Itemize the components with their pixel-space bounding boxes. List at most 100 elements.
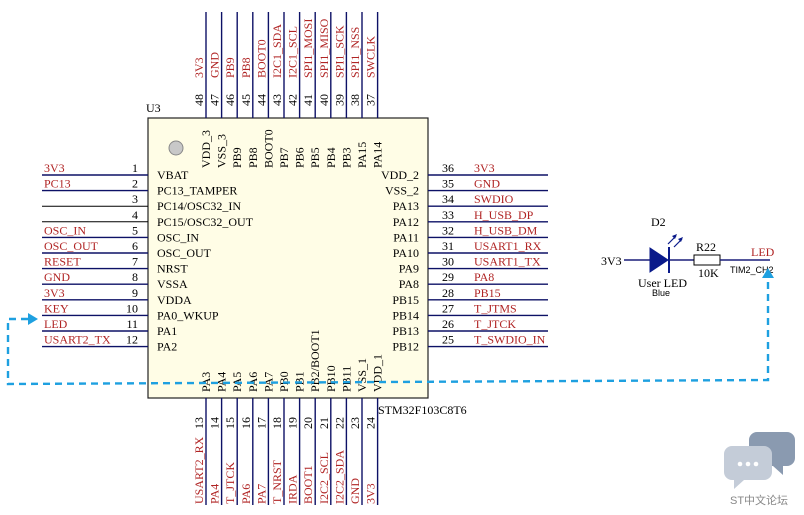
net-label-47: GND [208, 52, 222, 78]
pin-name-41: PB5 [308, 147, 322, 168]
pin-number-41: 41 [301, 94, 315, 106]
pin-number-11: 11 [126, 317, 138, 331]
pin-name-9: VDDA [157, 293, 192, 307]
net-label-45: PB8 [239, 57, 253, 78]
pin-name-45: PB8 [246, 147, 260, 168]
pin-number-39: 39 [332, 94, 346, 106]
net-label-10: KEY [44, 301, 69, 315]
net-label-28: PB15 [474, 286, 501, 300]
pin-name-33: PA12 [393, 215, 419, 229]
pin-number-48: 48 [192, 94, 206, 106]
pin-name-23: VSS_1 [355, 358, 369, 392]
net-label-6: OSC_OUT [44, 239, 99, 253]
pin-number-23: 23 [348, 417, 362, 429]
pin-name-2: PC13_TAMPER [157, 184, 237, 198]
led-color: Blue [652, 288, 670, 298]
led-refdes: D2 [651, 215, 666, 229]
pin-name-10: PA0_WKUP [157, 308, 219, 322]
pin-number-21: 21 [317, 417, 331, 429]
pin-name-3: PC14/OSC32_IN [157, 199, 241, 213]
led-diode-icon [649, 234, 683, 273]
pin-name-32: PA11 [393, 230, 419, 244]
resistor-icon [693, 254, 721, 266]
led-net-label: LED [751, 245, 775, 259]
arrow-right-icon [28, 313, 38, 325]
net-label-1: 3V3 [44, 161, 65, 175]
pin-number-13: 13 [192, 417, 206, 429]
pin-number-6: 6 [132, 239, 138, 253]
net-label-37: SWCLK [364, 36, 378, 78]
net-label-18: T_NRST [270, 459, 284, 504]
pin-number-5: 5 [132, 223, 138, 237]
chip-part-number: STM32F103C8T6 [378, 403, 467, 417]
pin-number-46: 46 [223, 94, 237, 106]
pin-name-47: VSS_3 [215, 134, 229, 168]
net-label-35: GND [474, 177, 500, 191]
pin-number-31: 31 [442, 239, 454, 253]
pin-name-4: PC15/OSC32_OUT [157, 215, 254, 229]
pin-number-33: 33 [442, 208, 454, 222]
net-label-21: I2C2_SCL [317, 452, 331, 504]
pin-number-28: 28 [442, 286, 454, 300]
top-pins: 483V3VDD_347GNDVSS_346PB9PB945PB8PB844BO… [192, 12, 385, 168]
pin-name-6: OSC_OUT [157, 246, 212, 260]
pin-number-37: 37 [364, 94, 378, 106]
net-label-48: 3V3 [192, 57, 206, 78]
pin-number-29: 29 [442, 270, 454, 284]
pin-number-25: 25 [442, 333, 454, 347]
pin-number-26: 26 [442, 317, 454, 331]
net-label-39: SPI1_SCK [332, 25, 346, 78]
arrow-up-icon [762, 268, 774, 278]
net-label-12: USART2_TX [44, 333, 111, 347]
pin-name-35: VSS_2 [385, 184, 419, 198]
pin-name-25: PB12 [392, 340, 419, 354]
pin-number-12: 12 [126, 333, 138, 347]
pin-number-45: 45 [239, 94, 253, 106]
pin-name-34: PA13 [393, 199, 419, 213]
led-circuit: D2 3V3 R22 10K User LED Blue LED TIM2_CH… [601, 215, 775, 298]
pin-number-17: 17 [254, 417, 268, 429]
pin-number-3: 3 [132, 192, 138, 206]
pin-name-39: PB3 [339, 147, 353, 168]
pin-name-7: NRST [157, 262, 188, 276]
pin-name-1: VBAT [157, 168, 189, 182]
pin-number-32: 32 [442, 223, 454, 237]
pin-name-48: VDD_3 [199, 130, 213, 168]
pin-name-30: PA9 [399, 262, 419, 276]
net-label-36: 3V3 [474, 161, 495, 175]
pin-name-8: VSSA [157, 277, 188, 291]
pin-number-10: 10 [126, 301, 138, 315]
net-label-26: T_JTCK [474, 317, 516, 331]
net-label-15: T_JTCK [223, 462, 237, 504]
pin-number-2: 2 [132, 177, 138, 191]
pin-name-43: PB7 [277, 147, 291, 168]
net-label-29: PA8 [474, 270, 494, 284]
supply-label: 3V3 [601, 254, 622, 268]
chat-bubbles-icon [724, 432, 795, 489]
resistor-value: 10K [698, 266, 719, 280]
pin1-dot-icon [168, 140, 184, 156]
pin-number-44: 44 [254, 94, 268, 106]
pin-name-46: PB9 [230, 147, 244, 168]
net-label-25: T_SWDIO_IN [474, 333, 546, 347]
pin-name-22: PB11 [339, 366, 353, 392]
pin-number-4: 4 [132, 208, 138, 222]
pin-number-36: 36 [442, 161, 454, 175]
net-label-40: SPI1_MISO [317, 18, 331, 78]
resistor-refdes: R22 [696, 240, 716, 254]
net-label-11: LED [44, 317, 68, 331]
pin-number-22: 22 [332, 417, 346, 429]
net-label-44: BOOT0 [254, 39, 268, 78]
pin-name-14: PA4 [215, 372, 229, 392]
net-label-8: GND [44, 270, 70, 284]
net-label-17: PA7 [254, 484, 268, 504]
pin-number-7: 7 [132, 255, 138, 269]
pin-name-38: PA15 [355, 142, 369, 168]
chip-body [147, 117, 429, 399]
pin-number-42: 42 [286, 94, 300, 106]
led-label: User LED [638, 276, 687, 290]
net-label-7: RESET [44, 255, 81, 269]
